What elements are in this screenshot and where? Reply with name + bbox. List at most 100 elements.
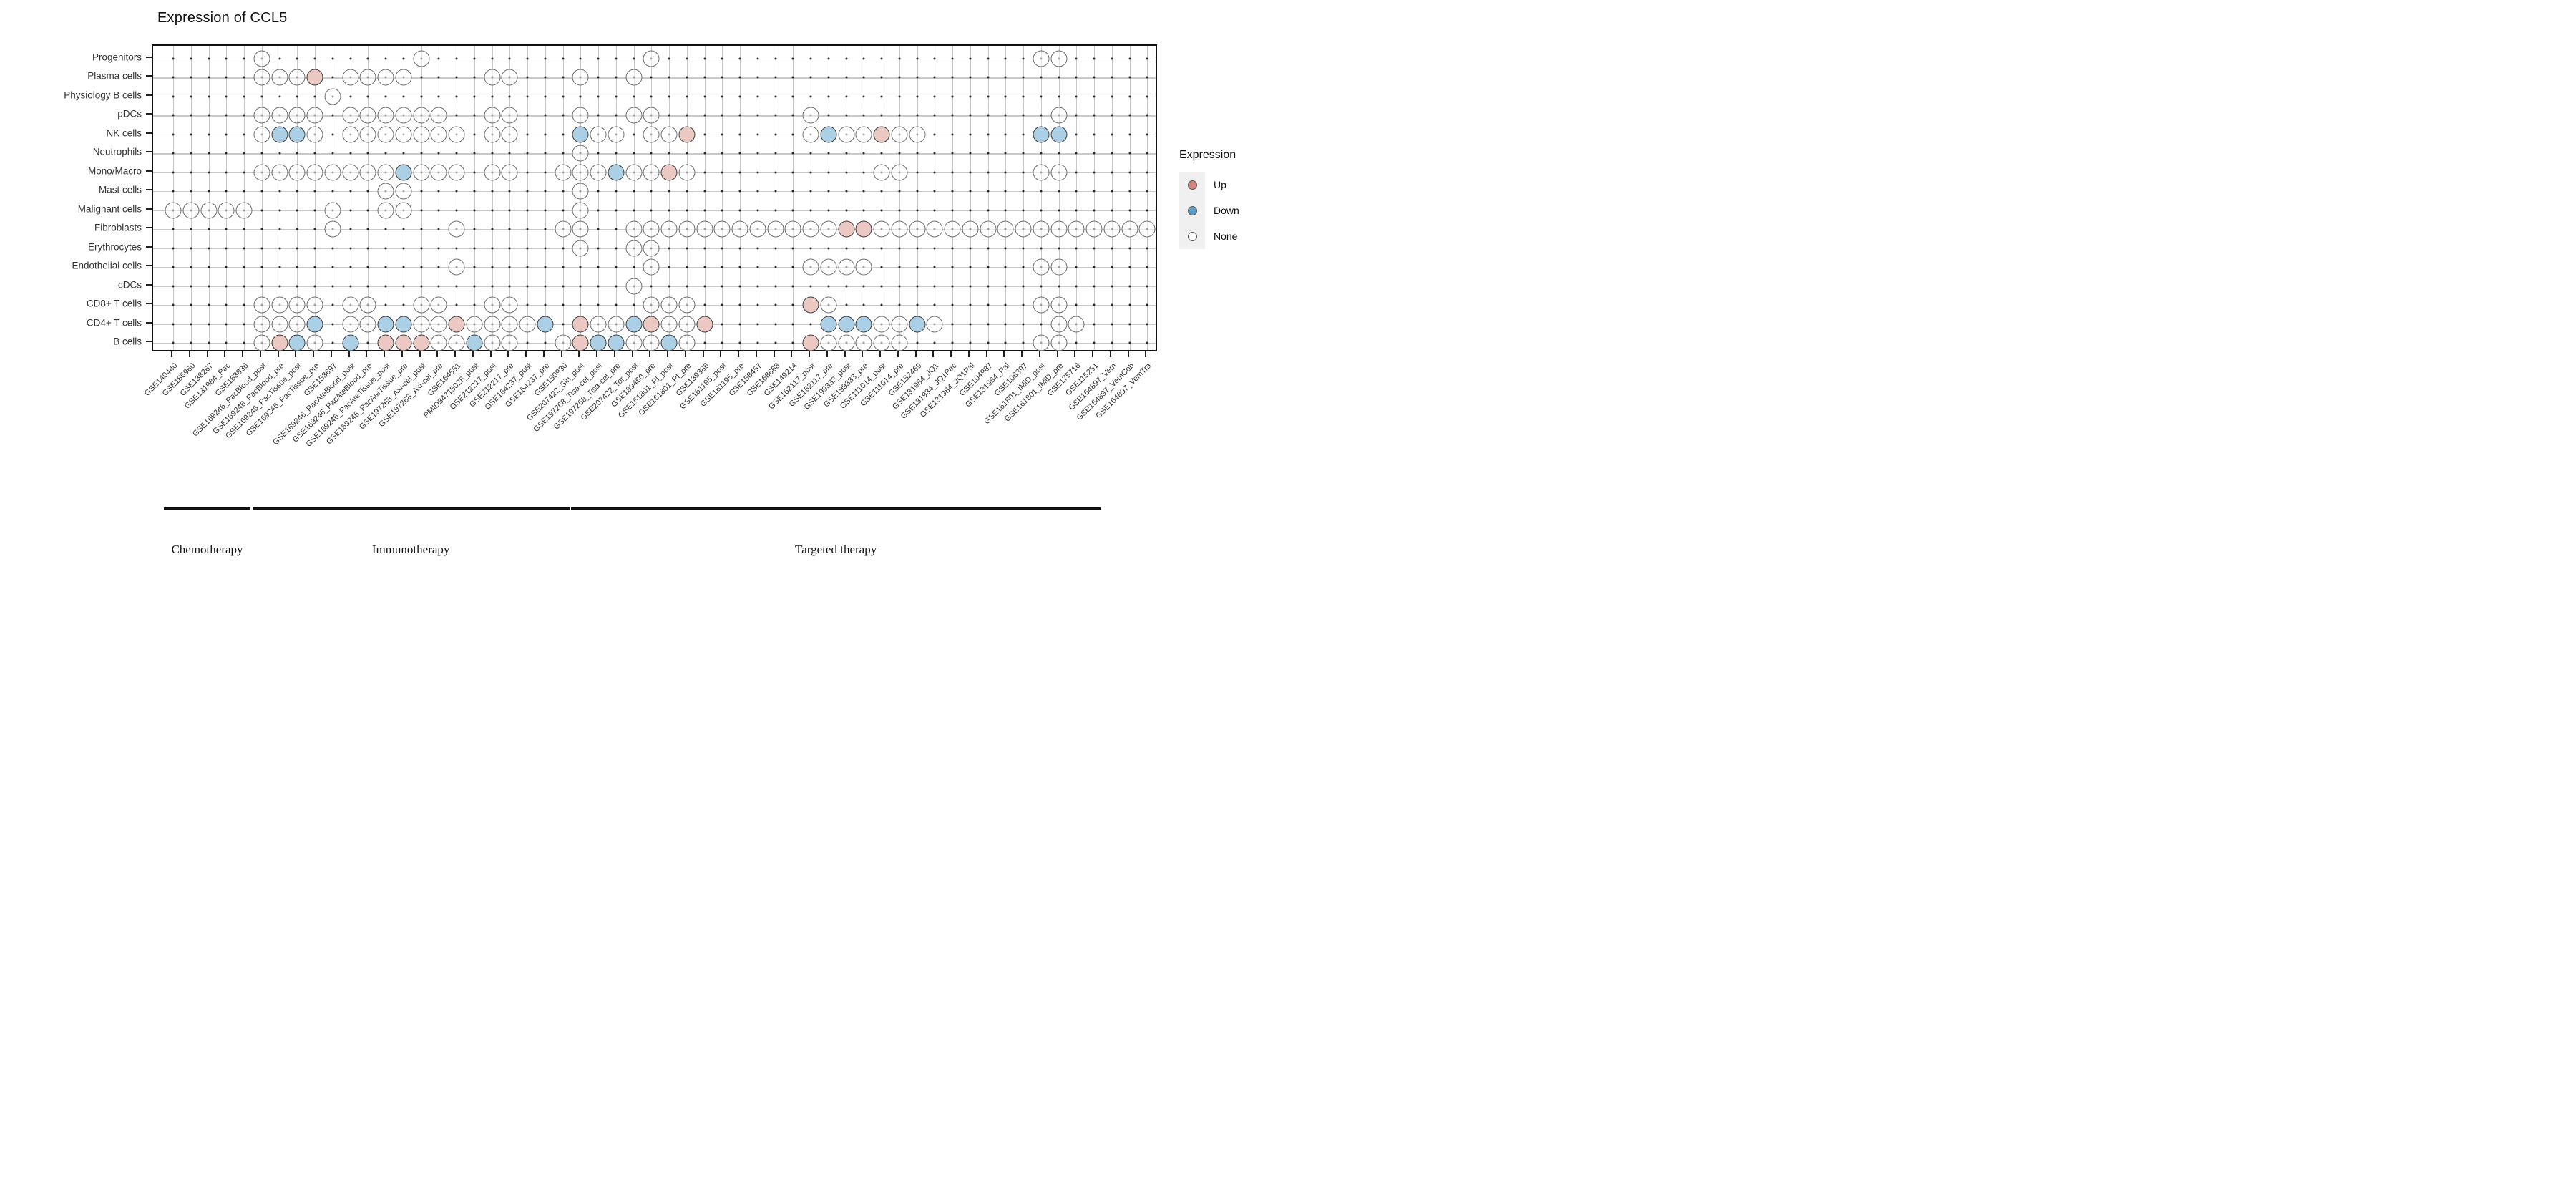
grid-node-dot: [703, 152, 706, 155]
expression-dot-none: [643, 107, 660, 124]
expression-dot-none: [678, 334, 696, 351]
grid-node-dot: [862, 247, 865, 250]
grid-node-dot: [633, 57, 635, 60]
grid-node-dot: [916, 76, 918, 79]
expression-dot-none: [342, 126, 358, 143]
grid-node-dot: [1075, 114, 1078, 117]
expression-dot-none: [271, 107, 288, 124]
grid-node-dot: [1146, 266, 1148, 268]
grid-node-dot: [721, 133, 723, 136]
expression-dot-none: [555, 334, 571, 351]
grid-node-dot: [721, 190, 723, 193]
grid-node-dot: [916, 266, 918, 268]
group-line: [164, 507, 250, 510]
grid-node-dot: [562, 57, 564, 60]
grid-node-dot: [969, 247, 972, 250]
grid-node-dot: [473, 209, 476, 212]
grid-node-dot: [313, 95, 316, 98]
grid-node-dot: [349, 57, 351, 60]
grid-node-dot: [1146, 152, 1148, 155]
grid-node-dot: [1004, 247, 1007, 250]
expression-dot-none: [342, 107, 358, 124]
expression-dot-none: [838, 258, 854, 276]
expression-dot-none: [1015, 220, 1032, 238]
grid-node-dot: [969, 114, 972, 117]
expression-dot-none: [678, 220, 696, 238]
grid-node-dot: [951, 247, 954, 250]
grid-node-dot: [208, 95, 210, 98]
grid-node-dot: [809, 190, 812, 193]
grid-node-dot: [243, 95, 245, 98]
expression-dot-none: [413, 126, 429, 143]
grid-node-dot: [366, 190, 369, 193]
gridline-v: [1129, 46, 1131, 350]
gridline-v: [1023, 46, 1025, 350]
expression-dot-down: [1033, 126, 1050, 143]
expression-dot-none: [271, 296, 288, 314]
grid-node-dot: [738, 76, 741, 79]
grid-node-dot: [597, 152, 600, 155]
grid-node-dot: [615, 76, 618, 79]
expression-dot-none: [625, 220, 642, 238]
grid-node-dot: [172, 323, 175, 326]
grid-node-dot: [366, 95, 369, 98]
expression-dot-none: [678, 164, 696, 181]
grid-node-dot: [1093, 133, 1096, 136]
grid-node-dot: [597, 76, 600, 79]
expression-dot-none: [359, 107, 376, 124]
grid-node-dot: [987, 57, 989, 60]
gridline-v: [1147, 46, 1148, 350]
grid-node-dot: [809, 76, 812, 79]
grid-node-dot: [296, 285, 298, 288]
expression-dot-none: [572, 240, 589, 257]
grid-node-dot: [544, 114, 547, 117]
expression-dot-down: [288, 334, 306, 351]
x-axis-tick: [525, 351, 527, 357]
gridline-v: [917, 46, 918, 350]
grid-node-dot: [1022, 323, 1025, 326]
grid-node-dot: [987, 266, 989, 268]
row-label: pDCs: [117, 108, 142, 120]
expression-dot-none: [413, 164, 429, 181]
expression-dot-none: [377, 126, 394, 143]
grid-node-dot: [845, 209, 847, 212]
grid-node-dot: [473, 247, 476, 250]
expression-dot-none: [501, 69, 518, 86]
expression-dot-down: [466, 334, 483, 351]
grid-node-dot: [756, 76, 759, 79]
grid-node-dot: [845, 95, 847, 98]
grid-node-dot: [933, 303, 936, 306]
grid-node-dot: [1022, 152, 1025, 155]
grid-node-dot: [615, 303, 618, 306]
grid-node-dot: [1040, 247, 1043, 250]
grid-node-dot: [313, 152, 316, 155]
grid-node-dot: [225, 57, 228, 60]
grid-node-dot: [845, 76, 847, 79]
grid-node-dot: [190, 341, 192, 344]
grid-node-dot: [721, 57, 723, 60]
grid-node-dot: [1075, 133, 1078, 136]
grid-node-dot: [615, 209, 618, 212]
grid-node-dot: [987, 285, 989, 288]
plot-title: Expression of CCL5: [157, 10, 288, 26]
grid-node-dot: [562, 285, 564, 288]
expression-dot-none: [359, 316, 376, 333]
grid-node-dot: [845, 303, 847, 306]
expression-dot-none: [448, 220, 465, 238]
expression-dot-none: [342, 296, 358, 314]
expression-dot-none: [713, 220, 731, 238]
grid-node-dot: [455, 95, 458, 98]
grid-node-dot: [951, 303, 954, 306]
expression-dot-none: [288, 107, 306, 124]
grid-node-dot: [1004, 57, 1007, 60]
grid-node-dot: [1093, 266, 1096, 268]
grid-node-dot: [668, 76, 670, 79]
gridline-v: [509, 46, 511, 350]
grid-node-dot: [420, 266, 422, 268]
grid-node-dot: [402, 95, 405, 98]
expression-dot-none: [784, 220, 801, 238]
grid-node-dot: [633, 303, 635, 306]
gridline-v: [686, 46, 688, 350]
grid-node-dot: [721, 247, 723, 250]
row-label: CD8+ T cells: [86, 298, 142, 309]
